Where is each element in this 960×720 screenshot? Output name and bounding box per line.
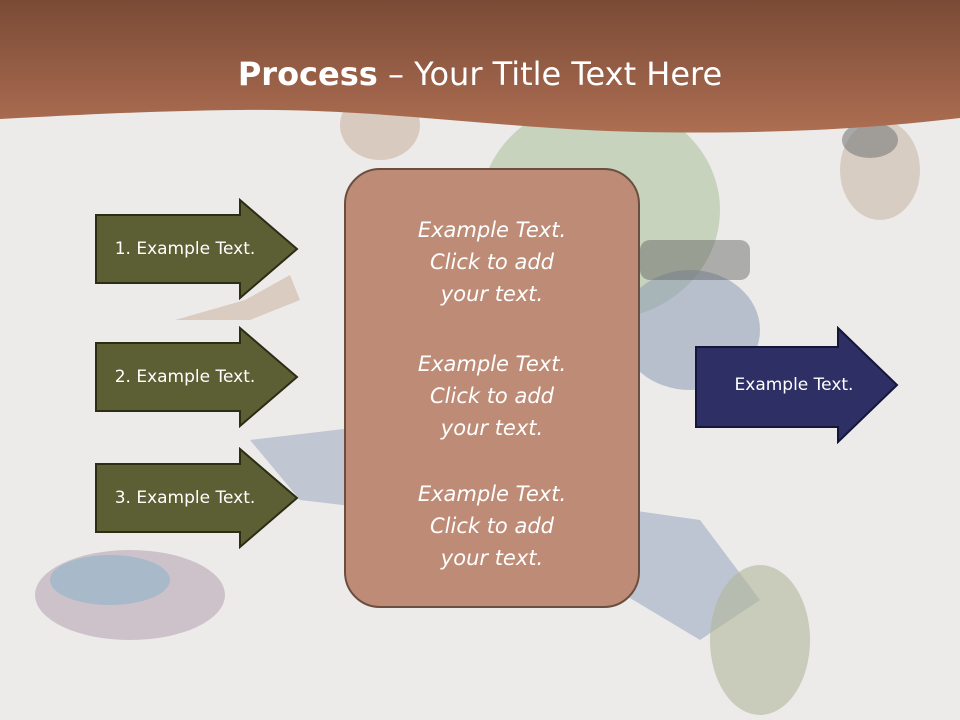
- output-arrow: Example Text.: [694, 326, 900, 444]
- title-rest: – Your Title Text Here: [377, 55, 723, 93]
- arrow-shape: [95, 326, 299, 428]
- step-label: 1. Example Text.: [114, 239, 256, 259]
- step-label: 3. Example Text.: [114, 488, 256, 508]
- arrow-shape: [95, 198, 299, 300]
- step-arrow-2: 2. Example Text.: [94, 326, 300, 428]
- header-band: [0, 0, 960, 133]
- arrow-shape: [695, 326, 899, 444]
- title-bold: Process: [237, 55, 378, 93]
- step-arrow-1: 1. Example Text.: [94, 198, 300, 300]
- arrow-shape: [95, 447, 299, 549]
- center-text-3: Example Text. Click to add your text.: [417, 482, 567, 570]
- step-arrow-3: 3. Example Text.: [94, 447, 300, 549]
- output-label: Example Text.: [734, 375, 854, 395]
- step-label: 2. Example Text.: [114, 367, 256, 387]
- slide-title: Process – Your Title Text Here: [0, 52, 960, 96]
- center-text-1: Example Text. Click to add your text.: [417, 218, 567, 306]
- center-text-2: Example Text. Click to add your text.: [417, 352, 567, 440]
- center-text-box: Example Text. Click to add your text. Ex…: [344, 168, 640, 608]
